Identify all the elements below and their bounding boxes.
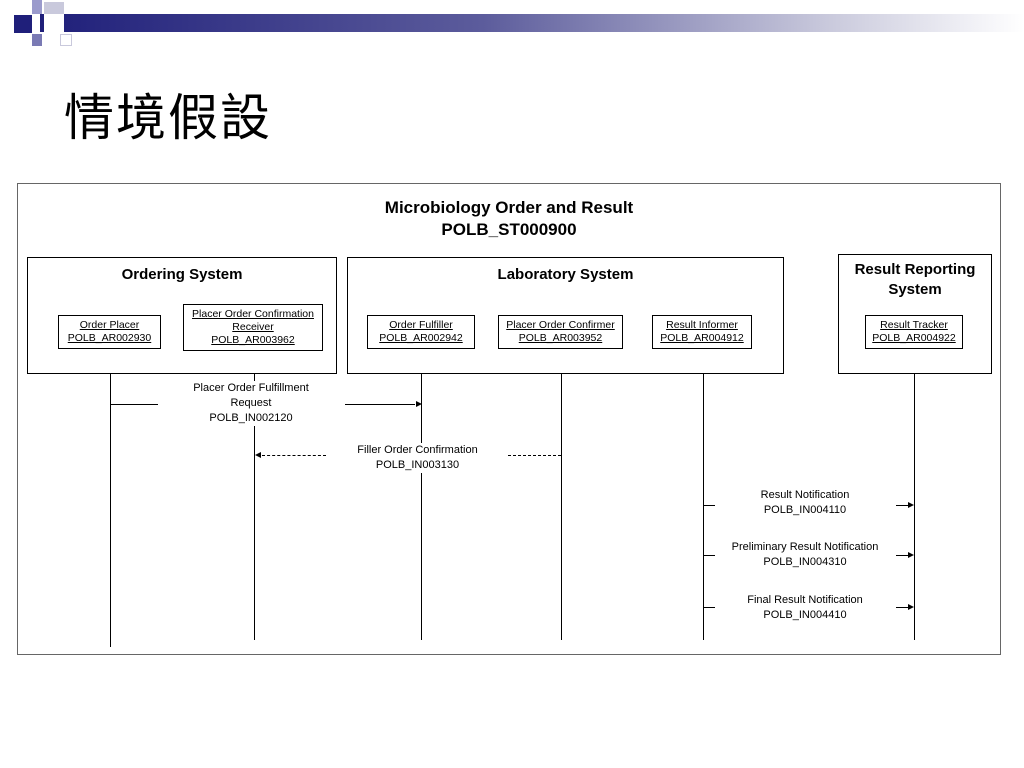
decor-square xyxy=(44,2,64,16)
role-name: Placer Order Confirmer xyxy=(506,319,615,331)
message-id: POLB_IN004310 xyxy=(763,556,847,568)
lifeline-result-informer xyxy=(703,334,704,640)
message-name: Preliminary Result Notification xyxy=(731,541,879,553)
role-result-tracker: Result Tracker POLB_AR004922 xyxy=(865,315,963,349)
arrow-head-icon xyxy=(908,604,914,610)
arrow-head-icon xyxy=(908,552,914,558)
message-name-line2: Request xyxy=(230,397,272,409)
message-arrow-line xyxy=(896,555,908,556)
role-id: POLB_AR004912 xyxy=(660,332,744,344)
message-id: POLB_IN003130 xyxy=(375,459,460,471)
decor-square xyxy=(32,0,42,14)
system-title: Ordering System xyxy=(121,266,243,283)
role-id: POLB_AR003962 xyxy=(211,334,295,346)
message-name: Final Result Notification xyxy=(747,594,863,606)
lifeline-order-placer xyxy=(110,334,111,647)
message-id: POLB_IN004110 xyxy=(763,504,847,516)
lifeline-result-tracker xyxy=(914,334,915,640)
result-reporting-system-box: Result Reporting System xyxy=(838,254,992,374)
message-arrow-line xyxy=(110,404,158,405)
message-arrow-line xyxy=(896,607,908,608)
role-result-informer: Result Informer POLB_AR004912 xyxy=(652,315,752,349)
role-name: Result Informer xyxy=(666,319,738,331)
role-confirmation-receiver: Placer Order Confirmation Receiver POLB_… xyxy=(183,304,323,351)
message-label: Final Result Notification POLB_IN004410 xyxy=(725,593,885,623)
role-name: Result Tracker xyxy=(880,319,948,331)
role-name: Order Fulfiller xyxy=(389,319,453,331)
role-name-line2: Receiver xyxy=(232,321,274,333)
message-label: Preliminary Result Notification POLB_IN0… xyxy=(718,540,892,570)
message-name: Filler Order Confirmation xyxy=(357,444,478,456)
message-id: POLB_IN002120 xyxy=(209,412,293,424)
message-label: Placer Order Fulfillment Request POLB_IN… xyxy=(171,381,331,426)
decor-square xyxy=(32,34,42,46)
diagram-subtitle: POLB_ST000900 xyxy=(441,220,577,239)
arrow-head-icon xyxy=(416,401,422,407)
message-name: Result Notification xyxy=(760,489,850,501)
diagram-title: Microbiology Order and Result xyxy=(384,198,634,217)
message-arrow-line xyxy=(896,505,908,506)
message-arrow-line xyxy=(703,555,715,556)
lifeline-confirmation-receiver xyxy=(254,334,255,640)
message-id: POLB_IN004410 xyxy=(763,609,847,621)
slide-title: 情境假設 xyxy=(64,89,272,147)
message-label: Result Notification POLB_IN004110 xyxy=(725,488,885,518)
role-name: Placer Order Confirmation xyxy=(192,308,314,320)
message-arrow-line xyxy=(703,505,715,506)
lifeline-order-fulfiller xyxy=(421,334,422,640)
message-arrow-line xyxy=(262,455,326,456)
role-order-fulfiller: Order Fulfiller POLB_AR002942 xyxy=(367,315,475,349)
arrow-head-icon xyxy=(255,452,261,458)
header-gradient-band xyxy=(40,14,1024,32)
storyboard-diagram: Microbiology Order and Result POLB_ST000… xyxy=(17,183,1001,655)
role-name: Order Placer xyxy=(79,319,140,331)
message-arrow-line xyxy=(508,455,561,456)
role-id: POLB_AR004922 xyxy=(872,332,956,344)
arrow-head-icon xyxy=(908,502,914,508)
message-arrow-line xyxy=(703,607,715,608)
system-title-line2: System xyxy=(888,281,942,298)
decor-square xyxy=(44,14,64,32)
role-order-confirmer: Placer Order Confirmer POLB_AR003952 xyxy=(498,315,623,349)
role-id: POLB_AR002942 xyxy=(379,332,463,344)
message-label: Filler Order Confirmation POLB_IN003130 xyxy=(340,443,495,473)
system-title: Result Reporting xyxy=(854,261,976,278)
role-id: POLB_AR002930 xyxy=(67,332,152,344)
decor-square xyxy=(14,15,32,33)
message-arrow-line xyxy=(345,404,415,405)
system-title: Laboratory System xyxy=(497,266,634,283)
decor-square xyxy=(60,34,72,46)
lifeline-order-confirmer xyxy=(561,334,562,640)
role-id: POLB_AR003952 xyxy=(518,332,603,344)
message-name: Placer Order Fulfillment xyxy=(193,382,309,394)
role-order-placer: Order Placer POLB_AR002930 xyxy=(58,315,161,349)
